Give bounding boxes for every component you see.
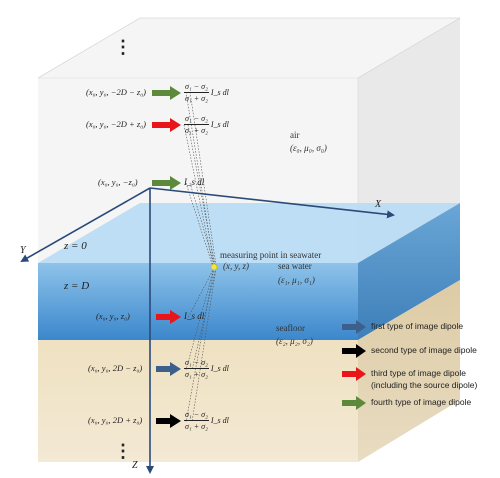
seafloor-params: (ε₂, μ₂, σ₂) [276,336,313,346]
sea-water-layer [38,203,460,340]
dipole-label: I_s dl [184,177,205,187]
measuring-point-label: measuring point in seawater [220,250,322,260]
dipole-arrow-second [156,414,181,428]
legend-arrow-third [342,367,366,381]
legend-arrow-fourth [342,396,366,410]
dipole-arrow-third [156,310,181,324]
dipole-coord: (x₀, y₀, −z₀) [98,177,138,187]
x-axis-line [149,187,395,219]
y-axis-line [20,187,151,262]
legend-arrow-second [342,344,366,358]
fraction-numerator: σ₁ − σ₂ [184,114,209,125]
dipole-arrow-first [156,362,181,376]
air-params: (ε₀, μ₀, σ₀) [290,143,327,153]
ellipsis-top: ⋮ [114,37,132,57]
seafloor-name: seafloor [276,323,305,333]
legend-label-first: first type of image dipole [371,321,464,331]
air-block [37,17,461,263]
plane-label-bottom: z = D [64,280,90,292]
fraction-numerator: σ₁ − σ₂ [184,82,209,93]
sea-region-label: sea water (ε₁, μ₁, σ₁) [278,262,315,285]
legend-arrow-first [342,320,366,334]
legend-label-third: third type of image dipole [371,368,466,378]
sea-params: (ε₁, μ₁, σ₁) [278,275,315,285]
ellipsis-bottom: ⋮ [114,441,132,461]
y-axis-label: Y [20,245,26,256]
dipole-suffix: I_s dl [210,88,229,97]
legend-sublabel-third: (including the source dipole) [371,380,478,390]
plane-label-top: z = 0 [64,240,87,252]
axes [20,187,395,474]
seafloor-layer [38,280,460,462]
air-region-label: air (ε₀, μ₀, σ₀) [290,131,327,153]
fraction-numerator: σ₁ − σ₂ [184,358,209,369]
construction-lines [183,91,217,423]
dipole-arrow-fourth [152,176,181,190]
fraction-denominator: σ₁ + σ₂ [185,422,208,431]
measuring-point-coords: (x, y, z) [223,261,249,271]
fraction-denominator: σ₁ + σ₂ [185,126,208,135]
dipole-suffix: I_s dl [210,120,229,129]
seafloor-region-label: seafloor (ε₂, μ₂, σ₂) [276,324,313,346]
fraction-denominator: σ₁ + σ₂ [185,94,208,103]
air-name: air [290,130,300,140]
legend-label-second: second type of image dipole [371,345,477,355]
fraction-numerator: σ₁ − σ₂ [184,410,209,421]
dipole-coord: (x₀, y₀, 2D − z₀) [88,363,143,373]
dipole-coord: (x₀, y₀, 2D + z₀) [88,415,143,425]
z-axis-label: Z [132,460,138,471]
dipole-coord: (x₀, y₀, z₀) [96,311,130,321]
fraction-denominator: σ₁ + σ₂ [185,370,208,379]
legend-arrows [342,320,366,410]
dipole-suffix: I_s dl [210,364,229,373]
dipole-arrow-third [152,118,181,132]
dipole-suffix: I_s dl [210,416,229,425]
dipole-coord: (x₀, y₀, −2D + z₀) [86,119,146,129]
dipole-arrow-fourth [152,86,181,100]
sea-name: sea water [278,261,312,271]
measuring-point-dot [210,263,218,271]
legend-label-fourth: fourth type of image dipole [371,397,472,407]
dipole-arrows [152,86,181,428]
dipole-coord: (x₀, y₀, −2D − z₀) [86,87,146,97]
x-axis-label: X [375,199,382,210]
dipole-label: I_s dl [184,311,205,321]
